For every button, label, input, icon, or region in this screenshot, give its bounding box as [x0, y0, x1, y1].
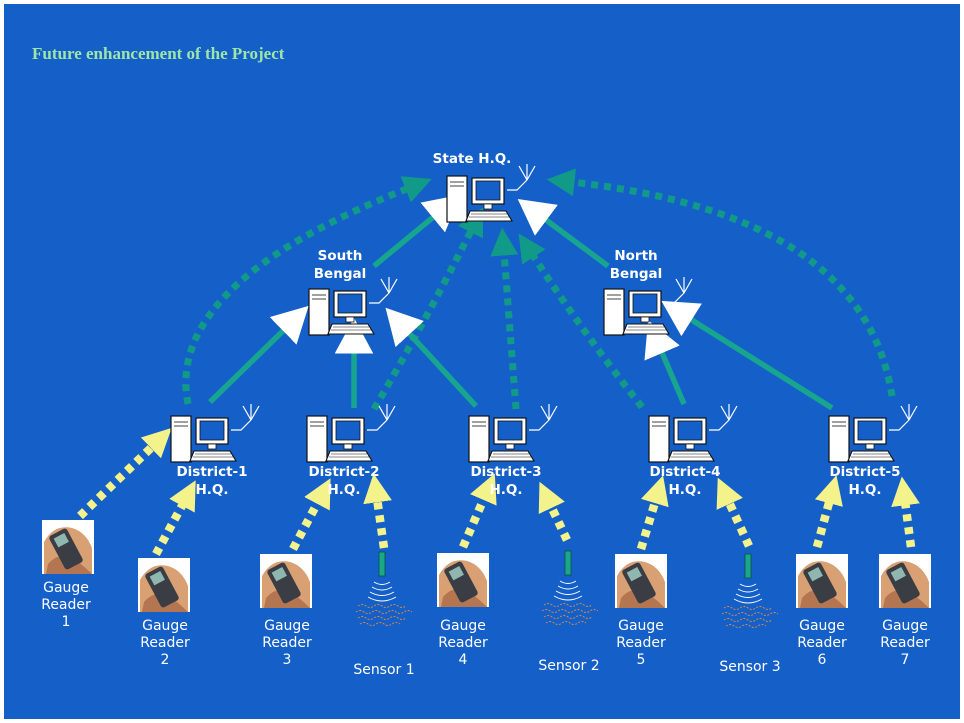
arrow-d5-to-north [661, 300, 834, 411]
gauge-reader-5-phone-icon [615, 554, 667, 608]
yellow-arrow-gr4 [459, 473, 497, 549]
district-4-label-line1: District-4 [649, 464, 720, 480]
gauge-reader-3-label-line1: Gauge [264, 618, 310, 634]
sensor-3-icon [721, 553, 779, 628]
gauge-reader-4-label-line1: Gauge [440, 618, 486, 634]
arrow-d4-to-north [644, 320, 687, 406]
yellow-arrow-gr1 [77, 427, 172, 520]
solid-arrows [208, 194, 834, 411]
yellow-arrow-gr2 [152, 480, 196, 557]
yellow-arrow-gr5 [636, 475, 669, 551]
yellow-arrow-s3 [716, 477, 753, 548]
gauge-reader-4-label-line3: 4 [459, 652, 468, 668]
gauge-reader-7-label-line1: Gauge [882, 618, 928, 634]
district-5-computer-icon [828, 403, 918, 463]
sensor-2-icon [541, 550, 599, 625]
district-3-computer-icon [468, 403, 558, 463]
gauge-reader-7-label-line2: Reader [880, 635, 930, 651]
arrow-d1-to-south [208, 305, 309, 404]
gauge-reader-4-phone-icon [437, 553, 489, 607]
dotted-arrow-d4-to-state [518, 233, 645, 410]
dotted-green-arrows [182, 168, 896, 411]
gauge-reader-5-label-line1: Gauge [618, 618, 664, 634]
sensor-1-icon [355, 551, 413, 626]
dotted-yellow-arrows [77, 427, 920, 557]
sensor-3-label: Sensor 3 [719, 659, 780, 675]
yellow-arrow-gr3 [289, 478, 331, 551]
gauge-reader-6-label-line1: Gauge [799, 618, 845, 634]
gauge-reader-3-label-line2: Reader [262, 635, 312, 651]
district-2-label-line2: H.Q. [327, 482, 360, 498]
sensor-2-label: Sensor 2 [538, 658, 599, 674]
gauge-reader-1-label-line3: 1 [62, 614, 71, 630]
gauge-reader-2-label-line2: Reader [140, 635, 190, 651]
south-bengal-computer-icon [308, 276, 398, 336]
gauge-reader-5-label-line3: 5 [637, 652, 646, 668]
arrow-d3-to-south [385, 307, 479, 408]
district-2-computer-icon [306, 403, 396, 463]
gauge-reader-2-label-line1: Gauge [142, 618, 188, 634]
gauge-reader-3-phone-icon [260, 554, 312, 608]
arrow-north-to-state [517, 198, 610, 269]
gauge-reader-3-label-line3: 3 [283, 652, 292, 668]
north-bengal-computer-icon [603, 276, 693, 336]
district-5-label-line1: District-5 [829, 464, 900, 480]
yellow-arrow-gr7 [891, 476, 920, 548]
district-3-label-line2: H.Q. [489, 482, 522, 498]
north-bengal-label-line1: North [614, 248, 657, 264]
yellow-arrow-s2 [538, 481, 571, 542]
gauge-reader-4-label-line2: Reader [438, 635, 488, 651]
sensor-1-label: Sensor 1 [353, 662, 414, 678]
north-bengal-label-line2: Bengal [610, 266, 662, 282]
gauge-reader-2-phone-icon [138, 558, 190, 612]
district-4-computer-icon [648, 403, 738, 463]
gauge-reader-5-label-line2: Reader [616, 635, 666, 651]
state-hq-computer-icon [446, 163, 536, 223]
dotted-arrow-d3-to-state [490, 227, 520, 410]
gauge-reader-1-phone-icon [42, 520, 94, 574]
district-5-label-line2: H.Q. [848, 482, 881, 498]
slide: Future enhancement of the Project [4, 4, 960, 719]
yellow-arrow-gr6 [812, 475, 843, 549]
district-1-label-line1: District-1 [176, 464, 247, 480]
gauge-reader-7-label-line3: 7 [901, 652, 910, 668]
dotted-arrow-d1-to-state [182, 176, 432, 405]
south-bengal-label-line1: South [318, 248, 363, 264]
gauge-reader-2-label-line3: 2 [161, 652, 170, 668]
district-1-label-line2: H.Q. [195, 482, 228, 498]
district-2-label-line1: District-2 [308, 464, 379, 480]
south-bengal-label-line2: Bengal [314, 266, 366, 282]
district-3-label-line1: District-3 [470, 464, 541, 480]
gauge-reader-6-label-line2: Reader [797, 635, 847, 651]
dotted-arrow-d5-to-state [546, 168, 896, 397]
district-4-label-line2: H.Q. [668, 482, 701, 498]
arrow-south-to-state [372, 194, 461, 269]
yellow-arrow-s1 [363, 473, 392, 549]
district-1-computer-icon [170, 403, 260, 463]
gauge-reader-1-label-line1: Gauge [43, 580, 89, 596]
gauge-reader-1-label-line2: Reader [41, 597, 91, 613]
slide-title: Future enhancement of the Project [32, 44, 285, 63]
state-hq-label: State H.Q. [433, 151, 512, 167]
gauge-reader-6-phone-icon [796, 554, 848, 608]
gauge-reader-6-label-line3: 6 [818, 652, 827, 668]
network-diagram: Future enhancement of the Project [32, 44, 931, 678]
gauge-reader-7-phone-icon [879, 554, 931, 608]
